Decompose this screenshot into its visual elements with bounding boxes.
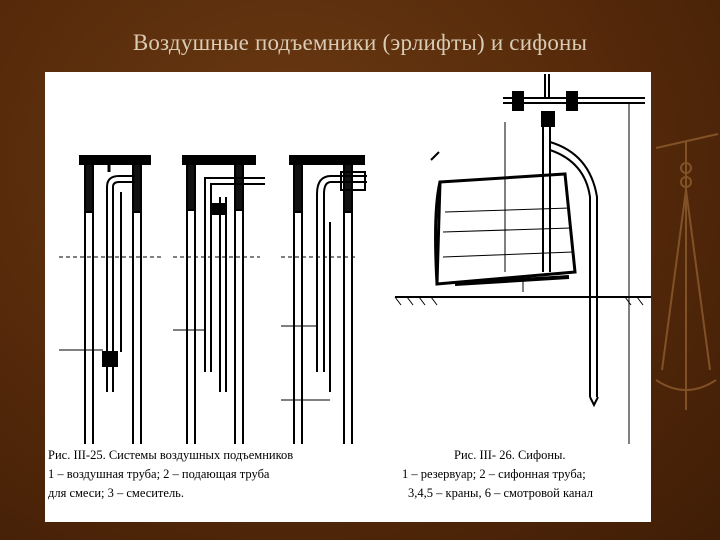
slide-title: Воздушные подъемники (эрлифты) и сифоны <box>132 30 588 55</box>
figure-26-caption-title: Рис. III- 26. Сифоны. <box>454 448 566 462</box>
figure-25-caption-legend-1: 1 – воздушная труба; 2 – подающая труба <box>48 467 270 481</box>
airlift-system-3 <box>281 155 367 444</box>
airlift-system-2 <box>173 155 265 444</box>
figure-25-caption-legend-2: для смеси; 3 – смеситель. <box>48 486 185 500</box>
figure-26-caption-legend-1: 1 – резервуар; 2 – сифонная труба; <box>402 467 586 481</box>
figure-panel: Рис. III-25. Системы воздушных подъемник… <box>45 72 651 522</box>
figure-drawing <box>59 74 651 444</box>
balance-scale-decoration <box>655 133 719 410</box>
airlift-system-1 <box>59 155 163 444</box>
siphon-system <box>394 74 651 444</box>
figure-26-caption: Рис. III- 26. Сифоны. 1 – резервуар; 2 –… <box>402 446 593 503</box>
figure-25-caption: Рис. III-25. Системы воздушных подъемник… <box>48 446 293 503</box>
figure-26-caption-legend-2: 3,4,5 – краны, 6 – смотровой канал <box>408 486 594 500</box>
figure-25-caption-title: Рис. III-25. Системы воздушных подъемник… <box>48 448 294 462</box>
